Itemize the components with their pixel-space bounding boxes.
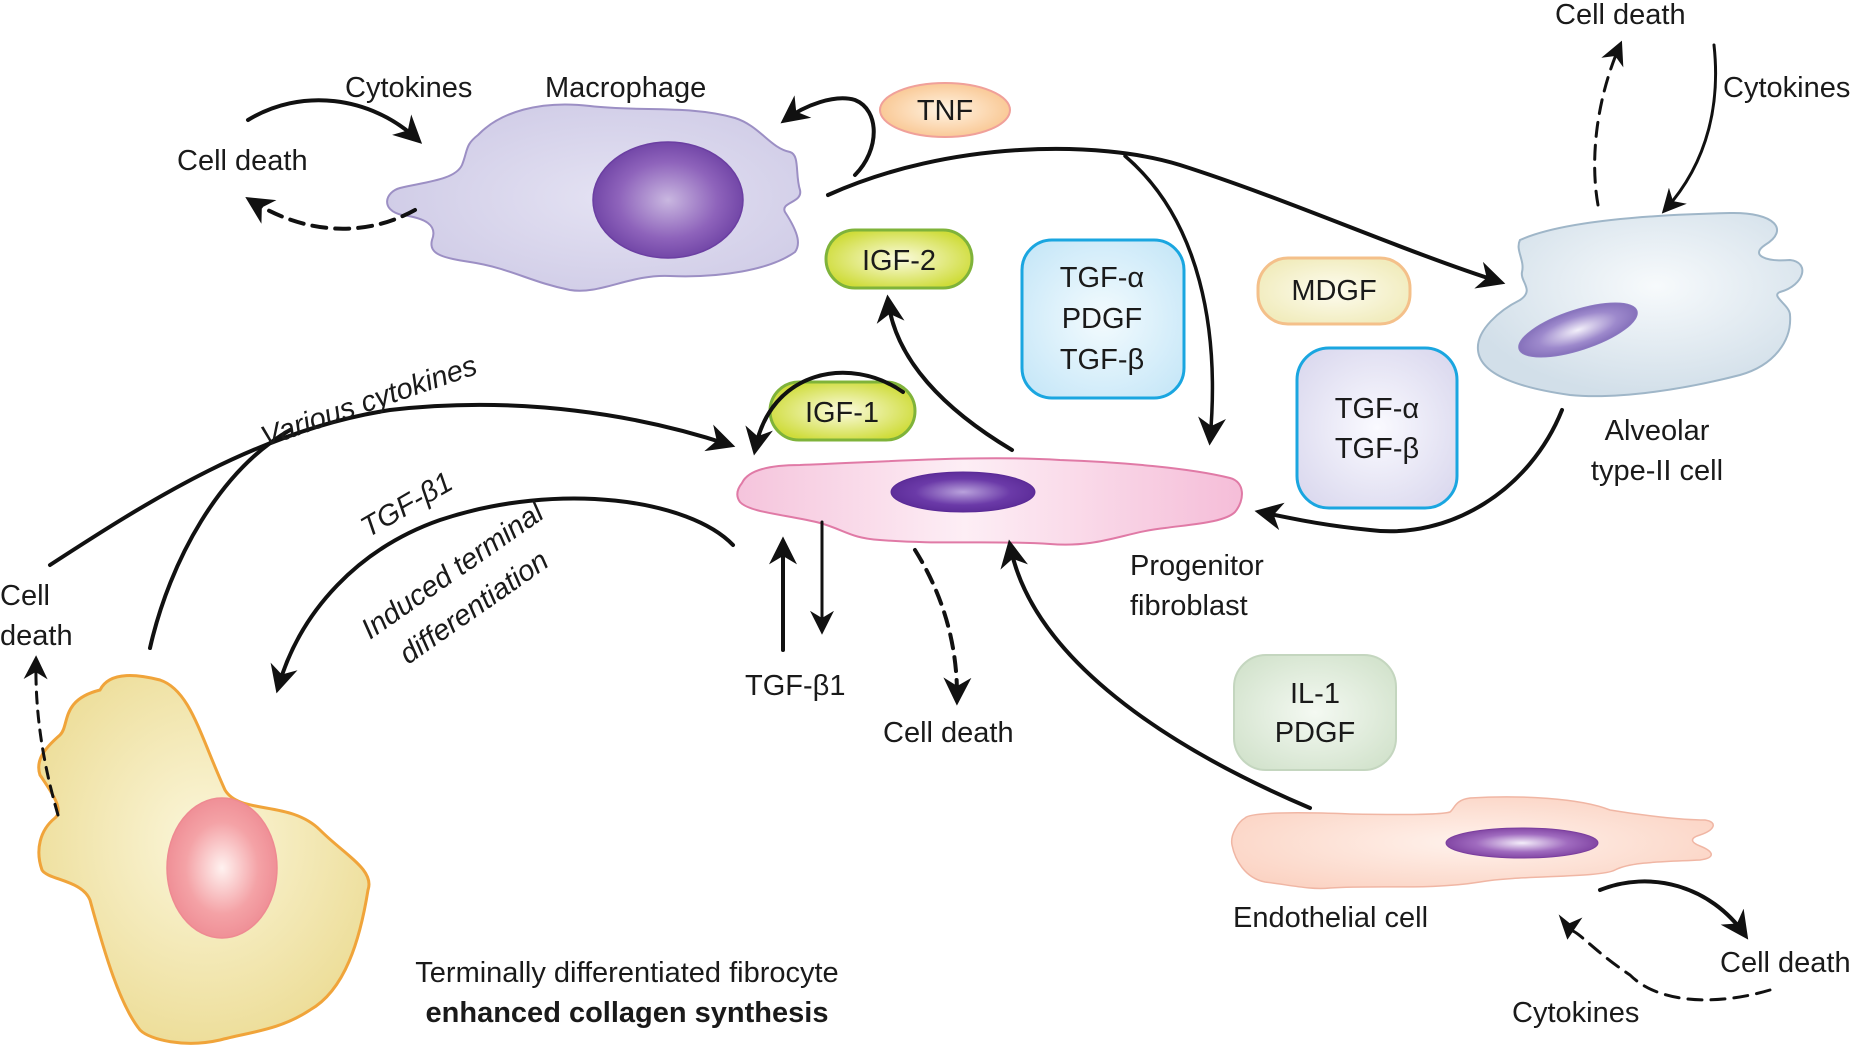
- fibroblast-nucleus: [890, 471, 1036, 513]
- il1-line2: PDGF: [1275, 717, 1356, 749]
- factor-igf1: IGF-1: [768, 380, 917, 442]
- line-fibrocyte-up: [148, 428, 292, 650]
- mac-cell-death-label: Cell death: [177, 145, 308, 177]
- factor-box-tgfa-pdgf-tgfb: TGF-α PDGF TGF-β: [1020, 238, 1186, 400]
- arrow-induced-differentiation: [270, 496, 735, 694]
- arrow-endo-cell-death: [1598, 879, 1749, 940]
- tnf-bubble: [879, 82, 1011, 138]
- fibroblast-label-line1: Progenitor: [1130, 550, 1264, 582]
- fibroblast-cell: [736, 457, 1243, 546]
- arrow-endothelial-to-fibroblast: [1000, 539, 1312, 810]
- alv-cell-death-label: Cell death: [1555, 0, 1686, 31]
- arrow-igf1-autocrine: [745, 370, 905, 456]
- mac-cytokines-label: Cytokines: [345, 72, 472, 104]
- arrow-mac-self-tnf: [780, 95, 876, 177]
- fibroblast-label-line2: fibroblast: [1130, 590, 1248, 622]
- igf2-pill: [824, 228, 974, 290]
- macrophage-label: Macrophage: [545, 72, 706, 104]
- factor-tnf: TNF: [879, 82, 1011, 138]
- arrow-endo-cytokines: [1558, 914, 1772, 1002]
- arrow-mac-cytokines-in: [246, 98, 423, 144]
- factor-box-tgfa-tgfb: TGF-α TGF-β: [1295, 346, 1459, 510]
- endo-cell-death-label: Cell death: [1720, 947, 1851, 979]
- fibrocyte-label-line2: enhanced collagen synthesis: [426, 997, 829, 1029]
- tgfb1-center-label: TGF-β1: [745, 670, 845, 702]
- box1-line3: TGF-β: [1060, 344, 1144, 376]
- fibrocyte-label-line1: Terminally differentiated fibrocyte: [415, 957, 838, 989]
- il1-line1: IL-1: [1290, 678, 1340, 710]
- igf2-label: IGF-2: [862, 245, 936, 277]
- il1-box-frame: [1233, 654, 1397, 771]
- arrow-various-cytokines: [48, 402, 736, 567]
- alveolar-cell: [1476, 211, 1804, 398]
- arrow-alv-cell-death: [1593, 40, 1624, 207]
- macrophage-nucleus: [592, 141, 744, 259]
- factor-box-il1-pdgf: IL-1 PDGF: [1233, 654, 1397, 771]
- arrow-fibroblast-cell-death: [913, 548, 972, 706]
- arrow-alv-cytokines-in: [1661, 43, 1718, 214]
- endo-cytokines-label: Cytokines: [1512, 997, 1639, 1029]
- alveolar-label-line1: Alveolar: [1605, 415, 1710, 447]
- alveolar-label-line2: type-II cell: [1591, 455, 1723, 487]
- box1-line2: PDGF: [1062, 303, 1143, 335]
- alv-cytokines-label: Cytokines: [1723, 72, 1850, 104]
- box1-frame: [1020, 238, 1186, 400]
- arrow-fibrocyte-cell-death: [23, 655, 60, 817]
- box2-frame: [1295, 346, 1459, 510]
- box1-line1: TGF-α: [1060, 262, 1144, 294]
- various-cytokines-label: Various cytokines: [257, 350, 481, 454]
- endothelial-cell: [1230, 796, 1714, 890]
- tnf-label: TNF: [917, 95, 973, 127]
- macrophage-cell: [386, 103, 802, 292]
- fibrocyte-cell: [37, 674, 371, 1045]
- arrow-fibroblast-to-igf2: [876, 294, 1014, 452]
- fibroblast-cell-death-label: Cell death: [883, 717, 1014, 749]
- arrow-mac-cell-death: [245, 197, 417, 231]
- igf1-label: IGF-1: [805, 397, 879, 429]
- alveolar-nucleus: [1518, 302, 1638, 358]
- endothelial-label: Endothelial cell: [1233, 902, 1428, 934]
- mdgf-label: MDGF: [1291, 275, 1376, 307]
- mdgf-pill: [1256, 256, 1412, 326]
- left-cell-death-line1: Cell: [0, 580, 50, 612]
- endothelial-nucleus: [1445, 827, 1599, 859]
- box2-line1: TGF-α: [1335, 393, 1419, 425]
- alveolar-body: [1476, 211, 1804, 398]
- arrow-alveolar-to-fibroblast: [1254, 408, 1564, 534]
- arrow-mac-to-alveolar: [826, 146, 1506, 289]
- fibrocyte-nucleus: [166, 797, 278, 939]
- factor-mdgf: MDGF: [1256, 256, 1412, 326]
- arrow-mac-to-fibroblast: [1123, 154, 1226, 446]
- box2-line2: TGF-β: [1335, 433, 1419, 465]
- left-cell-death-line2: death: [0, 620, 73, 652]
- factor-igf2: IGF-2: [824, 228, 974, 290]
